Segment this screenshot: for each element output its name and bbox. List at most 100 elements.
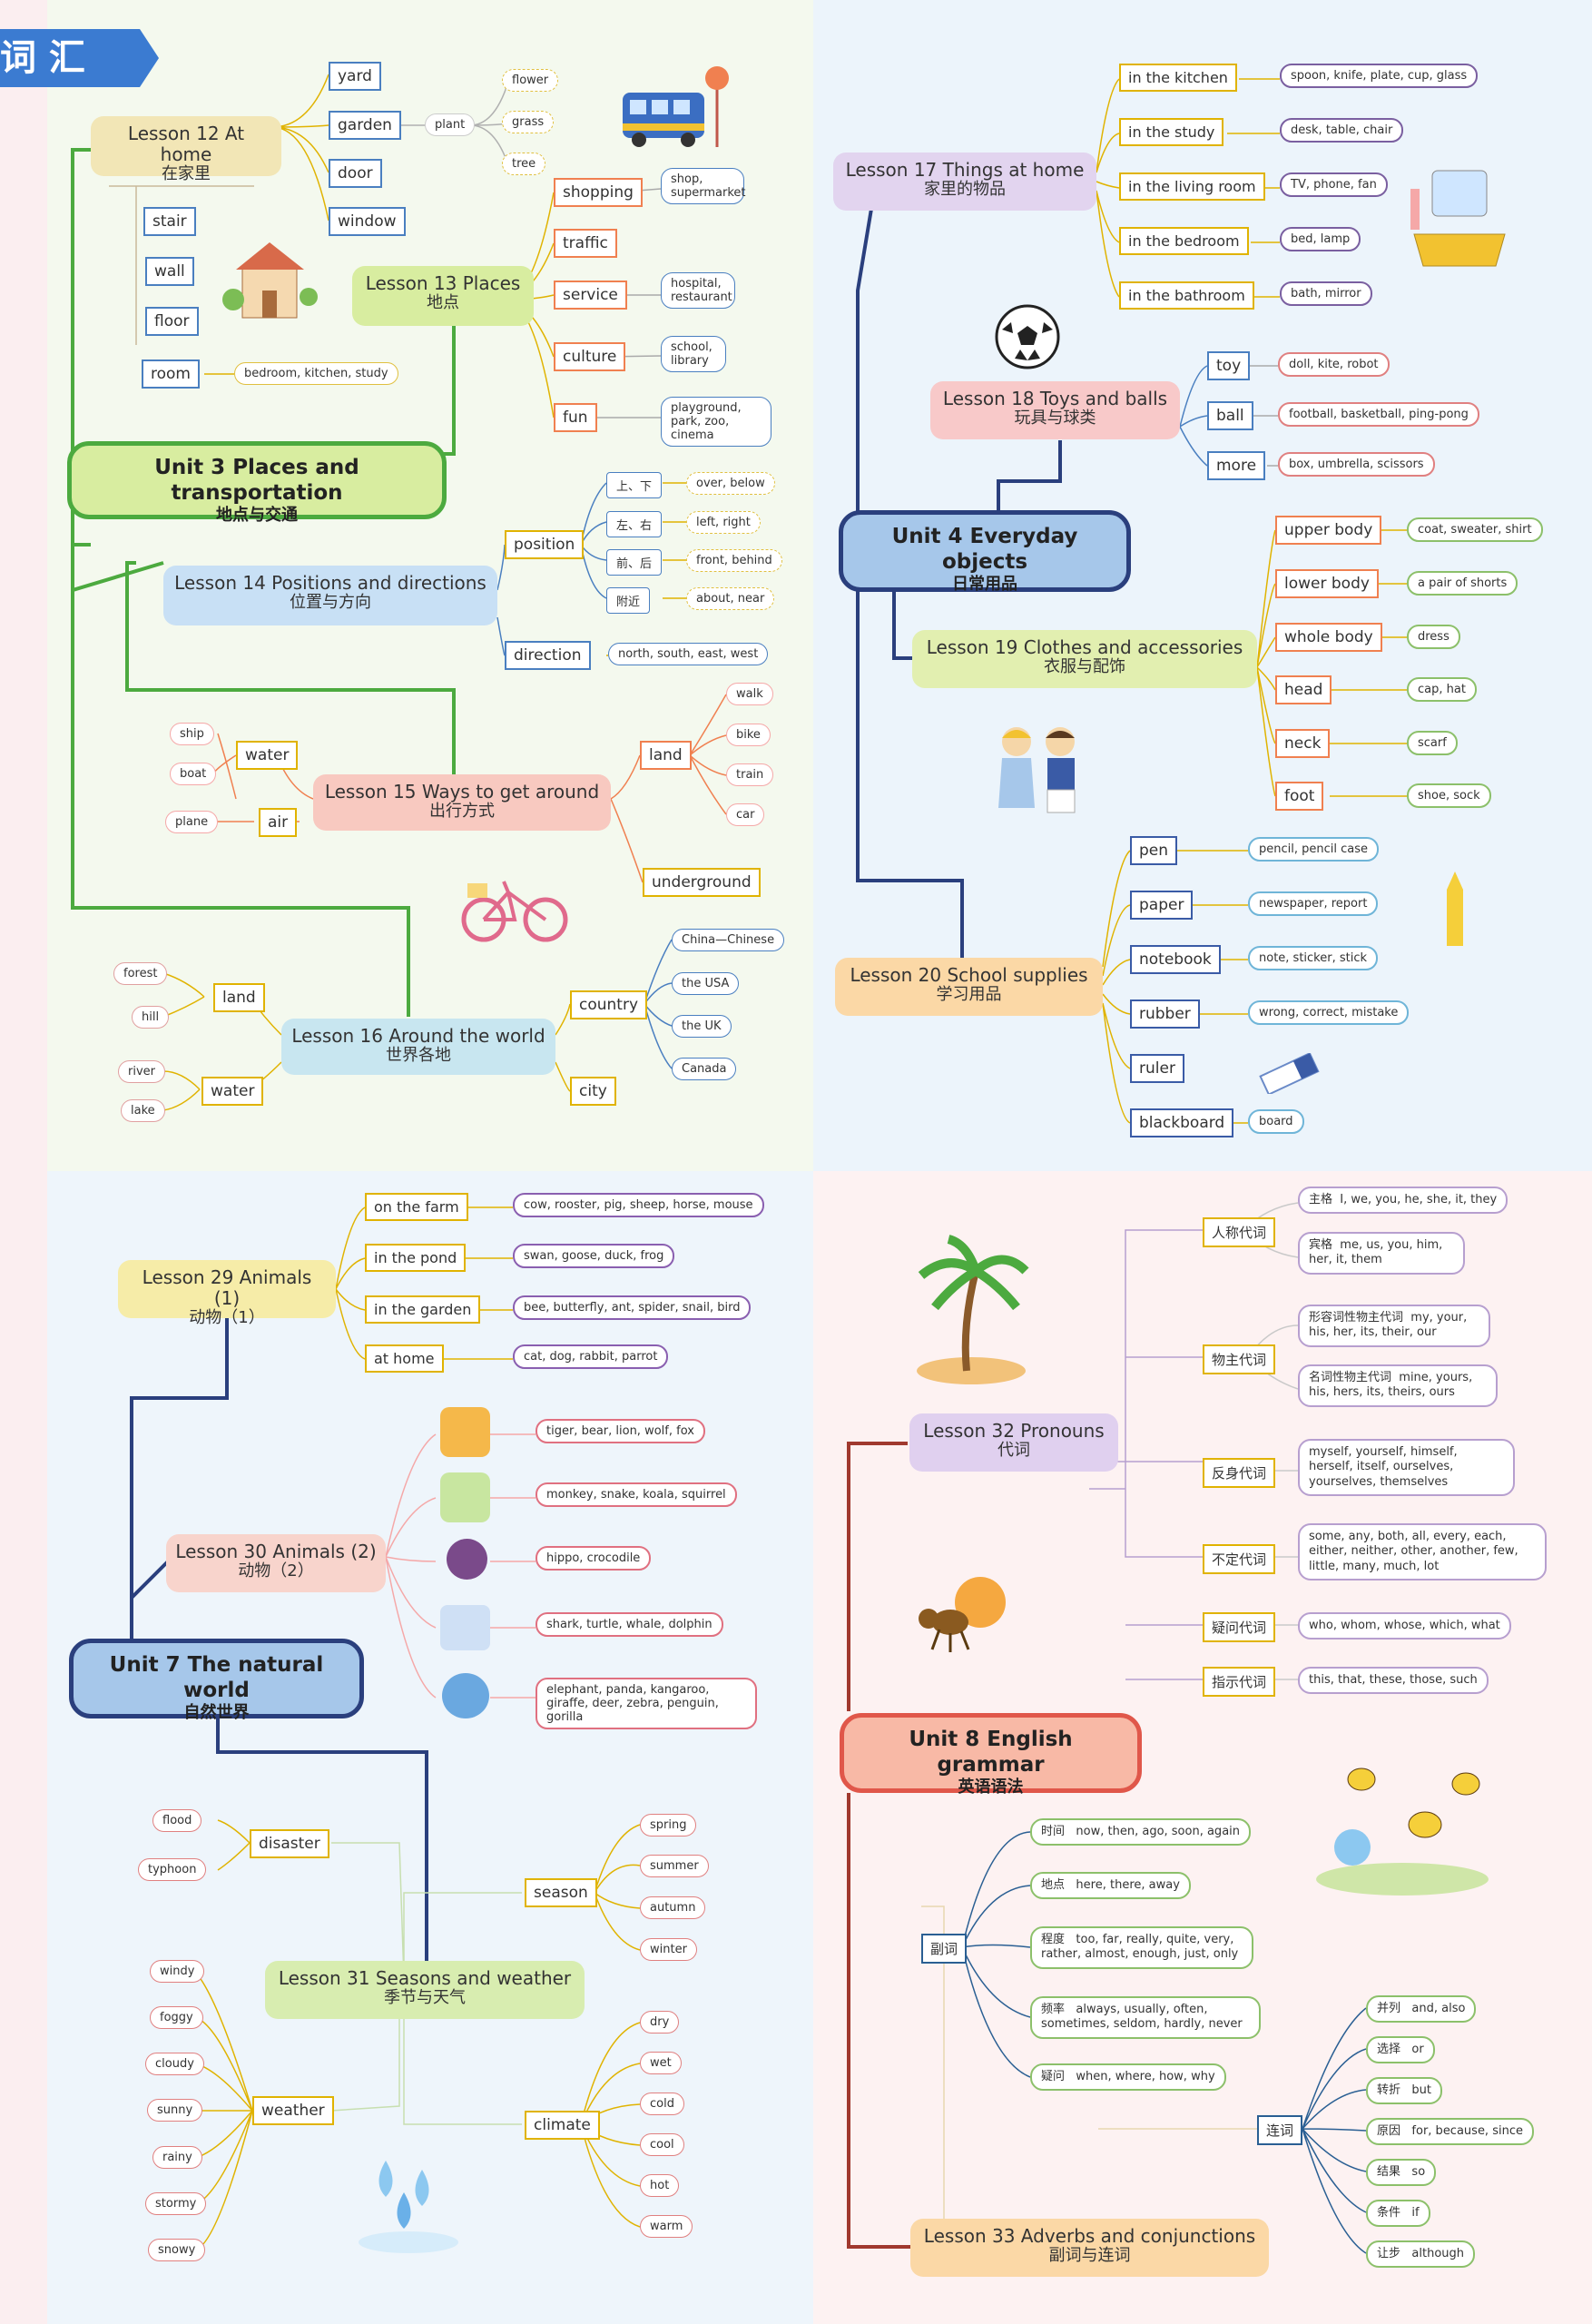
l31-stormy: stormy	[145, 2192, 207, 2215]
l31-spring: spring	[640, 1814, 697, 1837]
l14-p4e: about, near	[686, 587, 775, 610]
unit4-node: Unit 4 Everyday objects 日常用品	[839, 510, 1131, 594]
l12-wall: wall	[145, 257, 194, 286]
l32-interrogative: 疑问代词	[1203, 1612, 1276, 1642]
l18-ball: ball	[1207, 401, 1253, 430]
l33-c7-label: 让步	[1377, 2247, 1401, 2260]
bus-illustration	[623, 66, 729, 147]
l32-pn-label: 名词性物主代词	[1309, 1371, 1392, 1384]
l29-farm-items: cow, rooster, pig, sheep, horse, mouse	[513, 1193, 764, 1217]
eraser-illustration	[1259, 1053, 1320, 1094]
l32-demonstrative: 指示代词	[1203, 1667, 1276, 1697]
l31-windy: windy	[150, 1960, 205, 1983]
l14-p3: 前、后	[606, 549, 663, 576]
l33-c5: 结果 so	[1366, 2159, 1437, 2187]
l20-paper-items: newspaper, report	[1248, 891, 1379, 916]
l32-poss-noun: 名词性物主代词 mine, yours, his, hers, its, the…	[1298, 1364, 1498, 1407]
l29-home: at home	[365, 1344, 444, 1373]
unit7-node: Unit 7 The natural world 自然世界	[69, 1639, 364, 1722]
football-illustration	[995, 304, 1060, 369]
l19-lower-body: lower body	[1275, 569, 1379, 598]
l30-a2: monkey, snake, koala, squirrel	[536, 1482, 737, 1507]
l12-flower: flower	[502, 69, 559, 92]
l33-c6-label: 条件	[1377, 2206, 1401, 2220]
lesson13-title: Lesson 13 Places	[365, 272, 521, 294]
l31-dry: dry	[640, 2011, 680, 2034]
l33-c1-label: 并列	[1377, 2002, 1401, 2015]
l29-farm: on the farm	[365, 1193, 468, 1221]
lesson32-title-zh: 代词	[997, 1441, 1030, 1460]
l16-hill: hill	[132, 1006, 170, 1029]
l33-adverb: 副词	[921, 1934, 968, 1964]
l33-conjunction: 连词	[1257, 2115, 1303, 2145]
l13-culture-items: school, library	[661, 336, 726, 372]
l16-c2: the USA	[672, 972, 740, 995]
l32-accusative: 宾格 me, us, you, him, her, it, them	[1298, 1232, 1465, 1275]
lesson31-title: Lesson 31 Seasons and weather	[278, 1967, 572, 1989]
water-drops-illustration	[359, 2161, 458, 2253]
l12-window: window	[329, 207, 406, 236]
l17-living-room: in the living room	[1119, 172, 1265, 201]
l33-degree: 程度 too, far, really, quite, very, rather…	[1030, 1926, 1253, 1969]
l31-rainy: rainy	[152, 2146, 202, 2169]
l14-p1e: over, below	[686, 472, 775, 495]
lesson31-node: Lesson 31 Seasons and weather 季节与天气	[265, 1961, 585, 2019]
tiger-icon	[440, 1407, 490, 1457]
l31-wet: wet	[640, 2052, 682, 2074]
l15-air: air	[259, 808, 298, 837]
palm-island-illustration	[917, 1235, 1029, 1384]
l33-c1-items: and, also	[1411, 2002, 1466, 2015]
l29-home-items: cat, dog, rabbit, parrot	[513, 1344, 669, 1369]
unit3-title: Unit 3 Places and transportation	[154, 456, 359, 506]
l32-padj-label: 形容词性物主代词	[1309, 1311, 1404, 1324]
l32-pn-items: mine, yours, his, hers, its, theirs, our…	[1309, 1371, 1473, 1400]
l19-neck: neck	[1275, 729, 1331, 758]
lesson14-node: Lesson 14 Positions and directions 位置与方向	[163, 566, 497, 625]
l16-city: city	[570, 1077, 616, 1106]
l32-nominative: 主格 I, we, you, he, she, it, they	[1298, 1187, 1508, 1215]
unit7-title: Unit 7 The natural world	[109, 1653, 324, 1703]
l31-cloudy: cloudy	[145, 2053, 204, 2075]
l30-a5: elephant, panda, kangaroo, giraffe, deer…	[536, 1678, 757, 1729]
l33-place-items: here, there, away	[1076, 1878, 1180, 1892]
l14-p4: 附近	[606, 587, 651, 614]
lesson13-node: Lesson 13 Places 地点	[352, 266, 534, 326]
l32-indefinite: 不定代词	[1203, 1544, 1276, 1574]
l33-c3-items: but	[1411, 2083, 1432, 2097]
l15-boat: boat	[170, 763, 217, 785]
l17-study-items: desk, table, chair	[1280, 118, 1404, 143]
l33-question: 疑问 when, where, how, why	[1030, 2063, 1226, 2092]
l19-whole-body-items: dress	[1407, 625, 1460, 649]
monkey-icon	[440, 1472, 490, 1522]
l29-garden-items: bee, butterfly, ant, spider, snail, bird	[513, 1295, 752, 1320]
l17-study: in the study	[1119, 118, 1224, 146]
l32-nom-label: 主格	[1309, 1193, 1333, 1206]
l13-traffic: traffic	[554, 229, 617, 258]
l33-frequency: 频率 always, usually, often, sometimes, se…	[1030, 1996, 1261, 2039]
l14-direction: direction	[505, 641, 591, 670]
lesson15-title-zh: 出行方式	[429, 802, 495, 821]
l31-cold: cold	[640, 2093, 684, 2115]
l20-pen-items: pencil, pencil case	[1248, 837, 1380, 862]
l29-pond-items: swan, goose, duck, frog	[513, 1244, 675, 1268]
l15-bike: bike	[726, 724, 771, 746]
l31-weather: weather	[252, 2096, 334, 2125]
l20-pen: pen	[1130, 836, 1178, 865]
l16-c4: Canada	[672, 1058, 737, 1080]
lesson33-title: Lesson 33 Adverbs and conjunctions	[923, 2225, 1256, 2247]
lesson18-title-zh: 玩具与球类	[1014, 409, 1096, 428]
elephant-icon	[442, 1673, 489, 1718]
l33-c2-items: or	[1411, 2043, 1424, 2056]
l14-direction-items: north, south, east, west	[608, 643, 769, 665]
l13-shopping-items: shop, supermarket	[661, 168, 746, 204]
l33-place: 地点 here, there, away	[1030, 1872, 1191, 1900]
unit3-title-zh: 地点与交通	[216, 506, 298, 526]
lesson14-title-zh: 位置与方向	[290, 593, 371, 612]
lesson13-title-zh: 地点	[427, 293, 459, 312]
l32-acc-items: me, us, you, him, her, it, them	[1309, 1238, 1443, 1267]
lesson19-node: Lesson 19 Clothes and accessories 衣服与配饰	[912, 630, 1257, 688]
l17-kitchen-items: spoon, knife, plate, cup, glass	[1280, 64, 1479, 88]
ant-illustration	[919, 1577, 1006, 1652]
l31-summer: summer	[640, 1855, 709, 1877]
